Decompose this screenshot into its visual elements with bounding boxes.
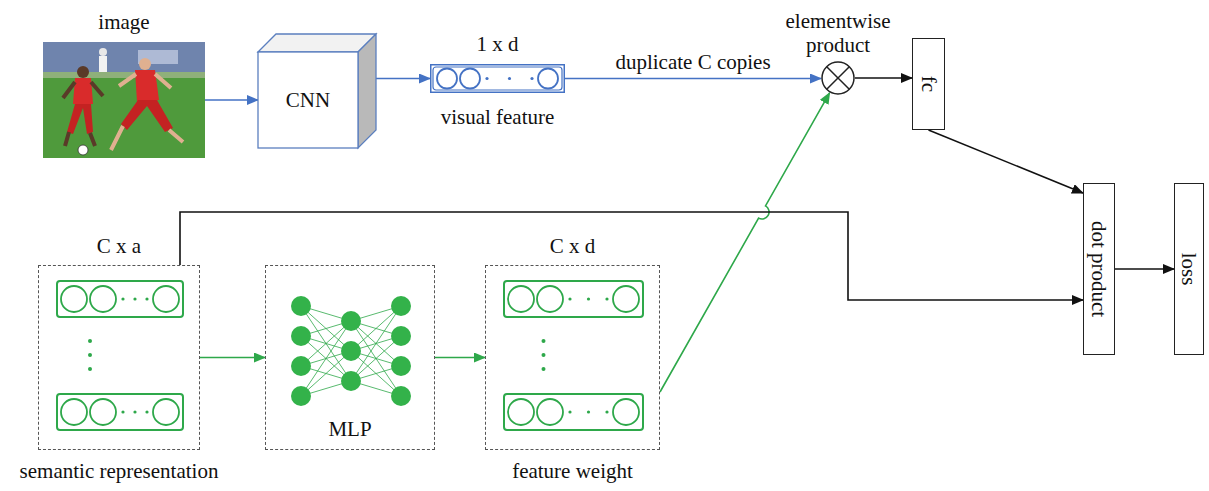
node-label: 1 x d [477,32,519,56]
edge-label: duplicate C copies [612,50,773,74]
node-label: fc [916,76,940,92]
weight-matrix: C x dfeature weight [485,265,660,450]
arrow-connector [565,78,821,80]
arrow-connector [855,77,912,79]
node-label: C x a [97,234,141,258]
arrow-connector [929,130,1084,193]
loss-box: loss [1174,183,1204,355]
semantic-matrix: C x asemantic representation [38,265,200,450]
node-label: C x d [550,234,596,258]
node-illustration [430,64,565,93]
product-operator: elementwise product [821,61,855,95]
cnn-block: CNN [258,34,376,148]
fc-layer: fc [912,38,945,130]
node-label: elementwise product [773,9,903,57]
node-illustration [39,266,201,451]
arrow-connector [376,78,430,80]
node-illustration [43,42,205,158]
node-label: image [98,10,149,34]
dot-product-box: dot product [1083,183,1115,355]
node-label: dot product [1087,221,1111,317]
node-caption: semantic representation [20,459,219,483]
node-caption: feature weight [512,459,633,483]
feature-vector: 1 x dvisual feature [430,64,565,93]
node-label: CNN [258,52,358,148]
arrow-connector [660,93,830,392]
arrow-connector [1115,268,1174,270]
arrow-connector [205,99,258,101]
node-label: loss [1177,253,1201,286]
node-illustration [486,266,661,451]
arrow-connector [200,357,265,359]
node-label: MLP [328,417,371,441]
node-caption: visual feature [441,105,555,129]
node-illustration [821,61,855,95]
arrow-connector [435,357,485,359]
photo-box: image [43,42,205,158]
mlp-box: MLP [265,265,435,450]
